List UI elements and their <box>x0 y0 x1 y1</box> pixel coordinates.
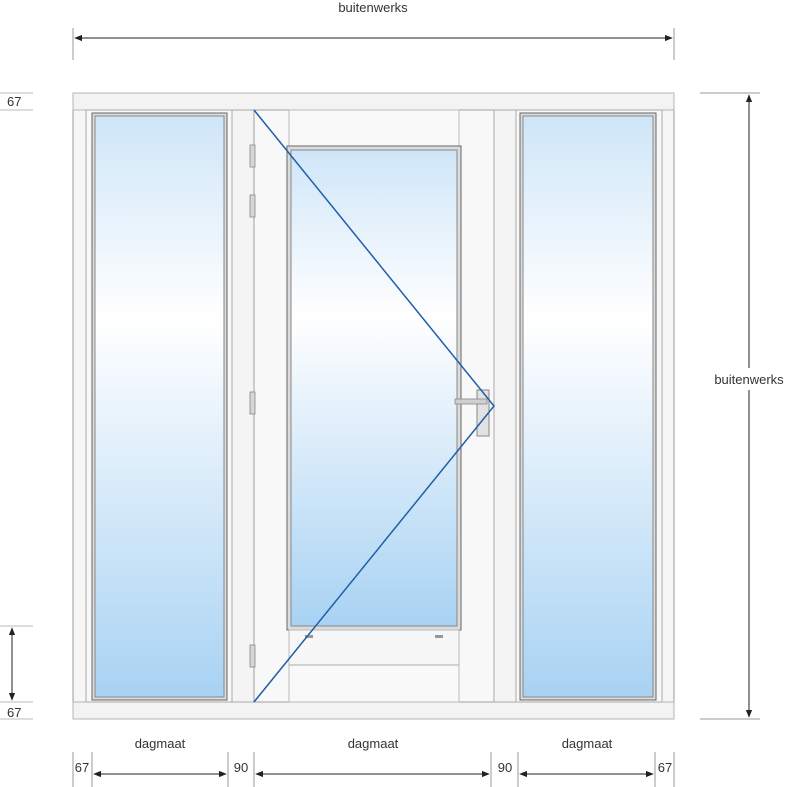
vent-slot-left <box>305 635 313 638</box>
right-mullion <box>493 109 517 703</box>
bottom-right-frame-label: 67 <box>658 760 672 775</box>
clear-left-label: dagmaat <box>135 736 186 751</box>
bottom-dimensions: 67 90 90 67 dagmaat dagmaat dagmaat <box>72 736 675 787</box>
right-height-label: buitenwerks <box>714 372 784 387</box>
left-frame-dimensions: 67 67 <box>0 92 33 720</box>
right-glass-pane <box>522 115 654 698</box>
door-kick-panel <box>288 629 460 666</box>
hinge-bottom <box>249 644 256 668</box>
top-width-label: buitenwerks <box>338 0 408 15</box>
hinges <box>249 144 256 668</box>
left-glass-pane <box>94 115 225 698</box>
top-width-dimension: buitenwerks <box>72 0 675 60</box>
clear-right-label: dagmaat <box>562 736 613 751</box>
hinge-middle <box>249 391 256 415</box>
bottom-frame-label: 67 <box>7 705 21 720</box>
right-sidelight <box>515 109 663 703</box>
top-frame-label: 67 <box>7 94 21 109</box>
bottom-left-mullion-label: 90 <box>234 760 248 775</box>
door-glass-pane <box>290 149 458 627</box>
vent-slot-right <box>435 635 443 638</box>
bottom-left-frame-label: 67 <box>75 760 89 775</box>
left-sidelight <box>85 109 233 703</box>
door-leaf <box>253 109 495 703</box>
hinge-upper <box>249 194 256 218</box>
clear-center-label: dagmaat <box>348 736 399 751</box>
bottom-right-mullion-label: 90 <box>498 760 512 775</box>
opening-direction-lines <box>253 109 495 703</box>
hinge-top <box>249 144 256 168</box>
right-height-dimension: buitenwerks <box>700 92 790 720</box>
